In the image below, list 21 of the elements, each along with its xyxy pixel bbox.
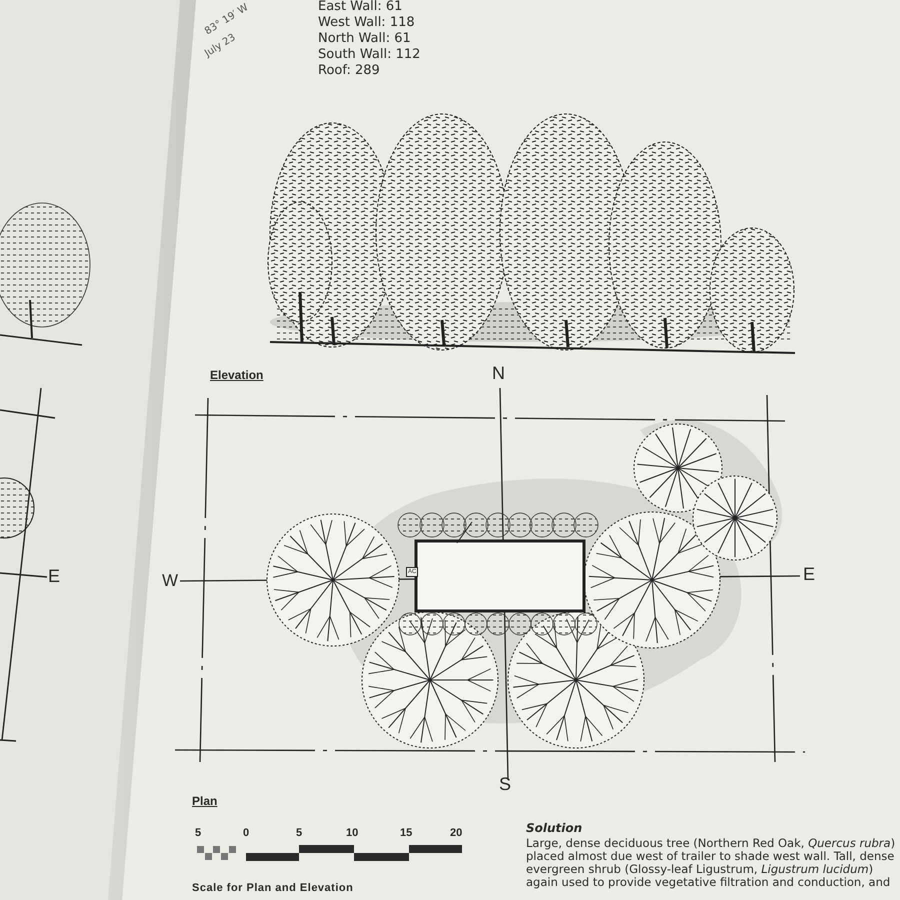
compass-letter: W [162, 571, 178, 591]
compass-letter: S [499, 774, 512, 795]
compass-letter: E [803, 564, 816, 585]
scale-number: 5 [296, 827, 302, 840]
scale-number: 0 [243, 827, 250, 840]
wall-value-text: Roof: 289 [318, 64, 380, 79]
scale-caption: Scale for Plan and Elevation [192, 882, 354, 895]
scale-number: 20 [450, 827, 462, 840]
scale-number: 15 [400, 827, 412, 840]
solution-heading: Solution [526, 822, 582, 836]
compass-letter: N [492, 363, 505, 384]
section-heading: Elevation [210, 369, 264, 383]
wall-value-text: North Wall: 61 [318, 32, 411, 47]
scale-number: 5 [195, 827, 202, 840]
section-heading: Plan [192, 795, 218, 809]
scale-number: 10 [346, 827, 358, 840]
wall-value-text: East Wall: 61 [318, 0, 402, 15]
compass-letter: E [48, 566, 60, 587]
paragraph: Large, dense deciduous tree (Northern Red Oak, Quercus rubra) placed almost due west of trailer to shade west wall. Tall, dense evergreen shrub (Glossy-leaf Ligustrum, Ligustrum lucidum) again used to provide vegetative filtration and conduction, and [526, 837, 896, 889]
wall-value-text: West Wall: 118 [318, 16, 415, 31]
wall-value-text: South Wall: 112 [318, 48, 420, 63]
